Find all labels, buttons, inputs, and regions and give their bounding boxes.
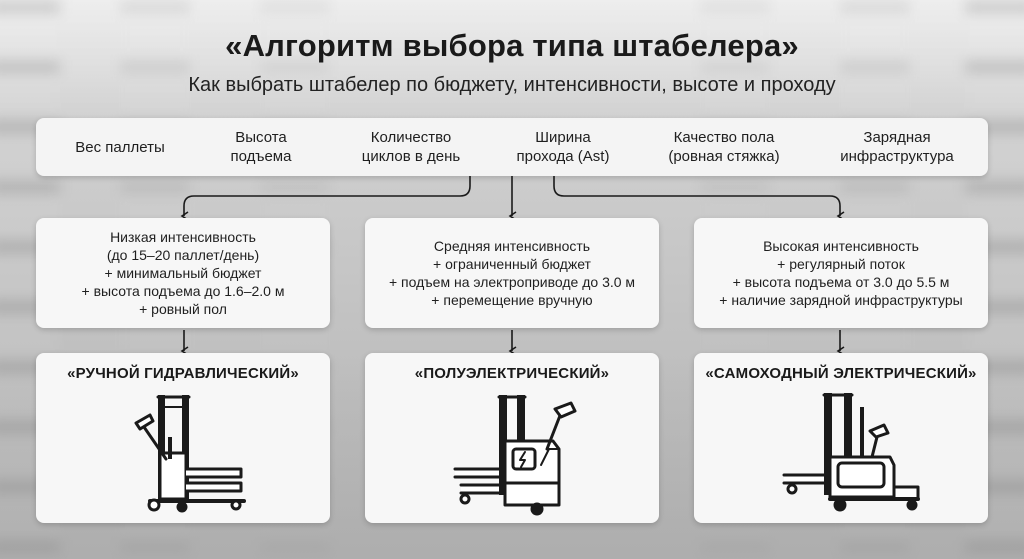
result-semi-electric: «ПОЛУЭЛЕКТРИЧЕСКИЙ» bbox=[365, 353, 659, 523]
arrow-to-high-intensity bbox=[553, 176, 845, 221]
condition-low-intensity: Низкая интенсивность (до 15–20 паллет/де… bbox=[36, 218, 330, 328]
result-label: «РУЧНОЙ ГИДРАВЛИЧЕСКИЙ» bbox=[67, 365, 299, 382]
factor-floor-quality: Качество пола(ровная стяжка) bbox=[668, 129, 780, 165]
manual-hydraulic-stacker-icon bbox=[134, 395, 246, 513]
condition-high-intensity: Высокая интенсивность + регулярный поток… bbox=[694, 218, 988, 328]
self-propelled-electric-stacker-icon bbox=[782, 393, 920, 512]
result-label: «ПОЛУЭЛЕКТРИЧЕСКИЙ» bbox=[414, 365, 610, 382]
result-self-propelled-electric: «САМОХОДНЫЙ ЭЛЕКТРИЧЕСКИЙ» bbox=[694, 353, 988, 523]
page-subtitle: Как выбрать штабелер по бюджету, интенси… bbox=[188, 74, 836, 96]
condition-medium-intensity: Средняя интенсивность + ограниченный бюд… bbox=[365, 218, 659, 328]
result-label: «САМОХОДНЫЙ ЭЛЕКТРИЧЕСКИЙ» bbox=[705, 365, 977, 382]
semi-electric-stacker-icon bbox=[453, 395, 577, 516]
factor-pallet-weight: Вес паллеты bbox=[75, 138, 165, 156]
arrow-to-low-intensity bbox=[180, 176, 471, 221]
page-title: «Алгоритм выбора типа штабелера» bbox=[225, 28, 799, 63]
result-manual-hydraulic: «РУЧНОЙ ГИДРАВЛИЧЕСКИЙ» bbox=[36, 353, 330, 523]
